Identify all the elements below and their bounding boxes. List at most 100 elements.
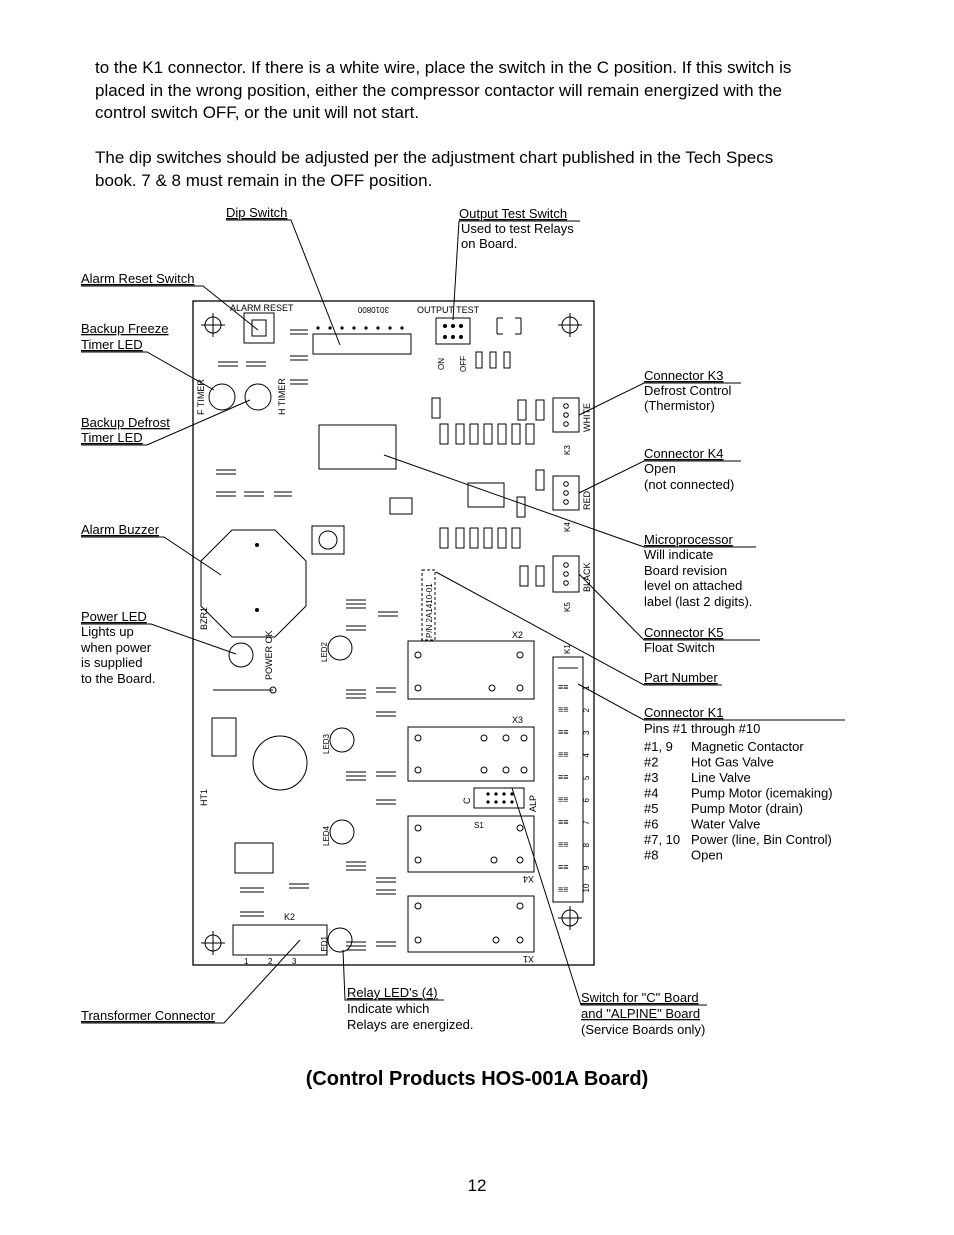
transformer-connector-k2	[232, 924, 328, 956]
callout-relay-leds-1: Relay LED's (4)	[347, 985, 438, 1000]
k1-board-pin-number: 10	[582, 883, 591, 892]
figure-caption: (Control Products HOS-001A Board)	[305, 1068, 649, 1090]
k1-board-pin-number: 3	[582, 730, 591, 735]
callout-power-led-3: when power	[80, 640, 152, 655]
board-label-ht1: HT1	[199, 789, 209, 806]
callout-switch-c-2: and "ALPINE" Board	[581, 1006, 700, 1021]
callout-backup-defrost-2: Timer LED	[81, 430, 143, 445]
callout-micro-5: label (last 2 digits).	[644, 594, 752, 609]
k1-pin-description: Pump Motor (drain)	[691, 801, 803, 816]
callout-output-test-1: Output Test Switch	[459, 206, 567, 221]
board-label-power-ok: POWER OK	[264, 630, 274, 680]
board-label-white: WHITE	[582, 403, 592, 432]
k1-pin-description: Hot Gas Valve	[691, 755, 774, 770]
callout-micro-3: Board revision	[644, 563, 727, 578]
k1-pin-terminal: ≡≡	[558, 885, 569, 895]
callout-part-number: Part Number	[644, 670, 718, 685]
callout-backup-freeze-2: Timer LED	[81, 337, 143, 352]
board-label-h-timer: H TIMER	[277, 378, 287, 415]
relay-led-3	[329, 727, 355, 753]
callout-backup-freeze-1: Backup Freeze	[81, 321, 168, 336]
callout-power-led-4: is supplied	[81, 655, 142, 670]
board-label-off: OFF	[459, 356, 468, 372]
alarm-reset-switch	[243, 312, 275, 344]
k1-pin-description: Line Valve	[691, 770, 751, 785]
callout-k4-1: Connector K4	[644, 446, 724, 461]
callout-micro-2: Will indicate	[644, 547, 713, 562]
callout-micro-1: Microprocessor	[644, 532, 734, 547]
k1-pin-terminal: ≡≡	[558, 772, 569, 782]
k1-board-pin-number: 2	[582, 708, 591, 713]
k1-pin-description: Pump Motor (icemaking)	[691, 786, 833, 801]
microprocessor	[318, 424, 397, 470]
board-label-x2: X2	[512, 630, 523, 640]
connector-k5	[552, 555, 580, 593]
k1-pin-terminal: ≡≡	[558, 682, 569, 692]
board-label-s1: S1	[474, 821, 484, 830]
k1-pin-description: Open	[691, 848, 723, 863]
k1-pin-number: #3	[644, 770, 658, 785]
k1-pin-description: Power (line, Bin Control)	[691, 832, 832, 847]
k2-pin-number: 3	[292, 957, 297, 966]
board-label-k5: K5	[563, 602, 572, 612]
relay-led-2	[327, 635, 353, 661]
callout-relay-leds-2: Indicate which	[347, 1001, 429, 1016]
callout-alarm-buzzer: Alarm Buzzer	[81, 522, 160, 537]
board-label-on: ON	[437, 358, 446, 370]
callout-switch-c-1: Switch for "C" Board	[581, 990, 699, 1005]
board-label-x1: X1	[523, 954, 534, 964]
board-label-black: BLACK	[582, 562, 592, 592]
board-label-led3: LED3	[322, 733, 331, 754]
callout-k4-2: Open	[644, 461, 676, 476]
k1-board-pin-number: 4	[582, 753, 591, 758]
k1-pin-terminal: ≡≡	[558, 862, 569, 872]
callout-power-led-2: Lights up	[81, 624, 134, 639]
relay-led-4	[329, 819, 355, 845]
k1-pin-description: Water Valve	[691, 817, 760, 832]
backup-freeze-timer-led	[208, 383, 236, 411]
k1-board-pin-number: 8	[582, 843, 591, 848]
k1-board-pin-number: 7	[582, 820, 591, 825]
board-label-c: C	[462, 797, 472, 804]
c-alpine-switch	[473, 787, 525, 809]
board-label-bzr1: BZR1	[199, 607, 209, 630]
callout-transformer: Transformer Connector	[81, 1008, 216, 1023]
callout-switch-c-3: (Service Boards only)	[581, 1022, 705, 1037]
connector-k3	[552, 397, 580, 433]
relay-x3	[407, 726, 535, 782]
k1-pin-number: #6	[644, 817, 658, 832]
callout-k1-2: Pins #1 through #10	[644, 721, 760, 736]
board-code: 3010800	[357, 305, 389, 314]
relay-x4	[407, 815, 535, 873]
intro-paragraph-2: The dip switches should be adjusted per …	[95, 148, 774, 190]
backup-defrost-timer-led	[244, 383, 272, 411]
mounting-holes	[201, 313, 582, 955]
connector-k4	[552, 475, 580, 511]
connector-k1	[552, 656, 584, 903]
k1-board-pin-number: 9	[582, 865, 591, 870]
callout-relay-leds-3: Relays are energized.	[347, 1017, 473, 1032]
board-label-k2: K2	[284, 912, 295, 922]
k1-board-pin-number: 5	[582, 775, 591, 780]
k1-pin-number: #5	[644, 801, 658, 816]
k1-pin-terminal: ≡≡	[558, 705, 569, 715]
board-label-led2: LED2	[320, 641, 329, 662]
k1-pin-terminal: ≡≡	[558, 727, 569, 737]
intro-paragraph-1: to the K1 connector. If there is a white…	[95, 58, 792, 122]
k1-board-pin-number: 6	[582, 798, 591, 803]
board-label-output-test: OUTPUT TEST	[417, 305, 480, 315]
board-label-led1: LED1	[320, 935, 329, 956]
board-label-alarm-reset: ALARM RESET	[230, 303, 294, 313]
k1-pin-description: Magnetic Contactor	[691, 739, 804, 754]
board-label-x4: X4	[523, 874, 534, 884]
k1-pin-terminal: ≡≡	[558, 840, 569, 850]
board-label-k3: K3	[563, 445, 572, 455]
callout-dip-switch: Dip Switch	[226, 205, 287, 220]
output-test-switch	[435, 317, 471, 345]
callout-k4-3: (not connected)	[644, 477, 734, 492]
relay-led-1	[327, 927, 353, 953]
k2-pin-number: 2	[268, 957, 273, 966]
k1-pin-number: #8	[644, 848, 658, 863]
k2-pin-number: 1	[244, 957, 249, 966]
